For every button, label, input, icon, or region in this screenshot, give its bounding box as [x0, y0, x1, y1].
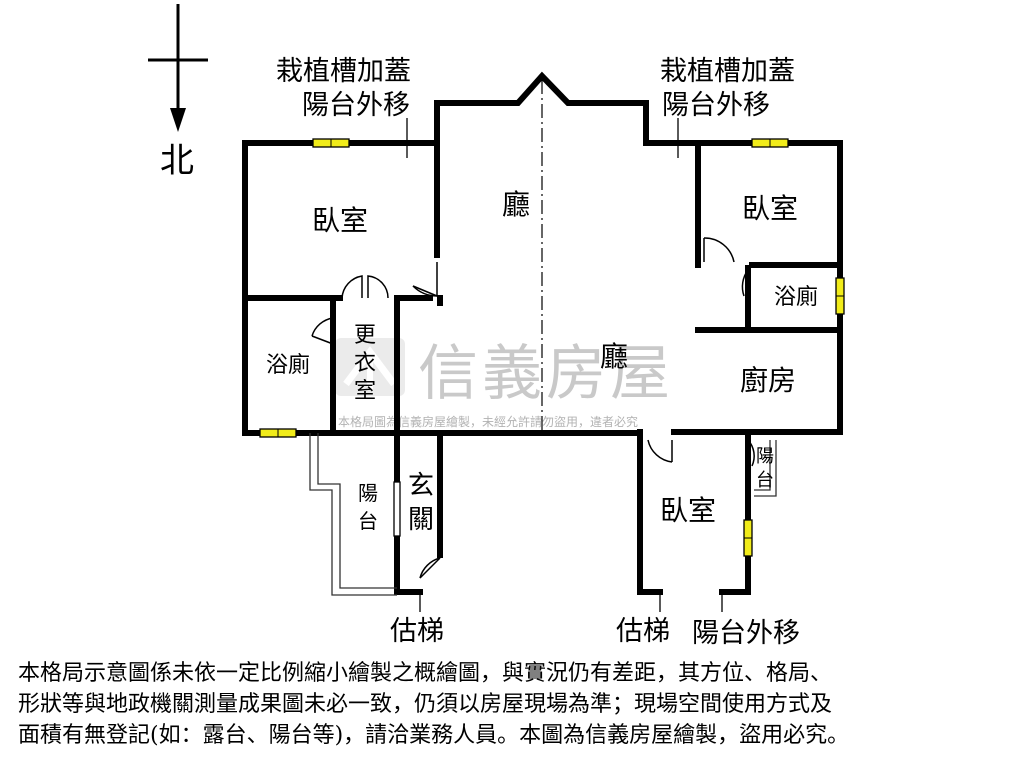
room-labels: 臥室 廳 臥室 浴廁 廳 廚房 浴廁 更 衣 室 玄 關 陽 台 臥室 陽 台 [266, 188, 818, 535]
note-stairs-left: 估梯 [390, 616, 444, 647]
disclaimer-line: 形狀等與地政機關測量成果圖未必一致，仍須以房屋現場為準；現場空間使用方式及 [18, 692, 833, 717]
watermark-logo-icon [335, 338, 405, 396]
room-balcony-se-2: 台 [756, 470, 774, 491]
room-closet-1: 更 [354, 323, 376, 348]
north-arrow-icon [170, 108, 186, 132]
room-living-center: 廳 [600, 340, 628, 373]
compass-label: 北 [160, 141, 194, 181]
compass: 北 [148, 4, 208, 181]
windows [259, 138, 845, 557]
room-living-upper: 廳 [502, 188, 530, 221]
room-balcony-se-1: 陽 [756, 446, 774, 467]
room-bedroom-ne: 臥室 [742, 192, 798, 225]
room-bedroom-nw: 臥室 [312, 204, 368, 237]
note-planter-right-1: 栽植槽加蓋 [660, 56, 795, 87]
room-bath-w: 浴廁 [266, 353, 310, 378]
room-foyer-1: 玄 [408, 471, 434, 501]
note-balcony-moved-bottom: 陽台外移 [692, 618, 800, 649]
note-stairs-right: 估梯 [616, 616, 670, 647]
doors [311, 237, 755, 579]
disclaimer-line: 本格局示意圖係未依一定比例縮小繪製之概繪圖，與實況仍有差距，其方位、格局、 [18, 661, 833, 686]
balcony-lines [309, 433, 777, 596]
watermark-notice: 本格局圖為信義房屋繪製，未經允許請勿盜用，違者必究 [338, 414, 638, 429]
room-foyer-2: 關 [408, 505, 434, 535]
watermark-brand: 信義房屋 [418, 339, 674, 409]
room-closet-3: 室 [354, 379, 376, 404]
room-bath-e: 浴廁 [774, 285, 818, 310]
notes: 栽植槽加蓋 陽台外移 栽植槽加蓋 陽台外移 估梯 估梯 陽台外移 [276, 56, 800, 649]
leader-lines [406, 118, 723, 612]
room-kitchen: 廚房 [740, 364, 796, 397]
room-balcony-sw-1: 陽 [358, 481, 378, 505]
note-planter-left-2: 陽台外移 [302, 90, 410, 121]
window-foyer [393, 481, 401, 537]
room-bedroom-s: 臥室 [660, 494, 716, 527]
room-balcony-sw-2: 台 [358, 509, 378, 533]
disclaimer-line: 面積有無登記(如：露台、陽台等)，請洽業務人員。本圖為信義房屋繪製，盜用必究。 [18, 723, 850, 748]
note-planter-left-1: 栽植槽加蓋 [276, 56, 411, 87]
watermark: 信義房屋 本格局圖為信義房屋繪製，未經允許請勿盜用，違者必究 [335, 338, 674, 429]
note-planter-right-2: 陽台外移 [662, 90, 770, 121]
disclaimer: 本格局示意圖係未依一定比例縮小繪製之概繪圖，與實況仍有差距，其方位、格局、 形狀… [18, 658, 1008, 751]
room-closet-2: 衣 [354, 351, 376, 376]
